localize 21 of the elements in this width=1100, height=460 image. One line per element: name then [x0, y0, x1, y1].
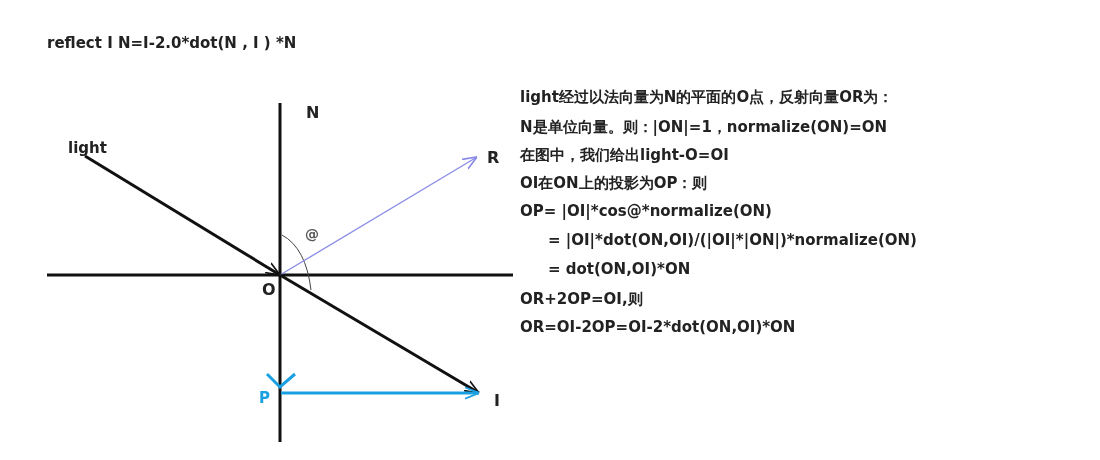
explanation-line: = |OI|*dot(ON,OI)/(|OI|*|ON|)*normalize(ON): [548, 233, 917, 248]
point-label: light: [68, 141, 107, 156]
explanation-line: OR=OI-2OP=OI-2*dot(ON,OI)*ON: [520, 320, 796, 335]
ray-arrow: [281, 386, 480, 400]
axis-label: N: [306, 105, 320, 121]
point-label: O: [262, 282, 276, 298]
explanation-line: N是单位向量。则：|ON|=1，normalize(ON)=ON: [520, 120, 888, 135]
ray-arrow: [279, 156, 478, 276]
explanation-line: OR+2OP=OI,则: [520, 292, 643, 307]
explanation-line: OP= |OI|*cos@*normalize(ON): [520, 204, 772, 219]
explanation-line: = dot(ON,OI)*ON: [548, 262, 691, 277]
explanation-line: OI在ON上的投影为OP：则: [520, 176, 708, 191]
point-label: I: [494, 393, 500, 409]
angle-label: @: [305, 227, 319, 241]
point-label: P: [259, 391, 270, 406]
point-label: R: [487, 150, 500, 166]
ray-arrow: [84, 154, 281, 277]
explanation-line: 在图中，我们给出light-O=OI: [520, 148, 729, 163]
explanation-line: light经过以法向量为N的平面的O点，反射向量OR为：: [520, 90, 894, 105]
ray-arrow: [279, 273, 480, 395]
formula-title: reflect I N=I-2.0*dot(N , I ) *N: [47, 36, 297, 51]
